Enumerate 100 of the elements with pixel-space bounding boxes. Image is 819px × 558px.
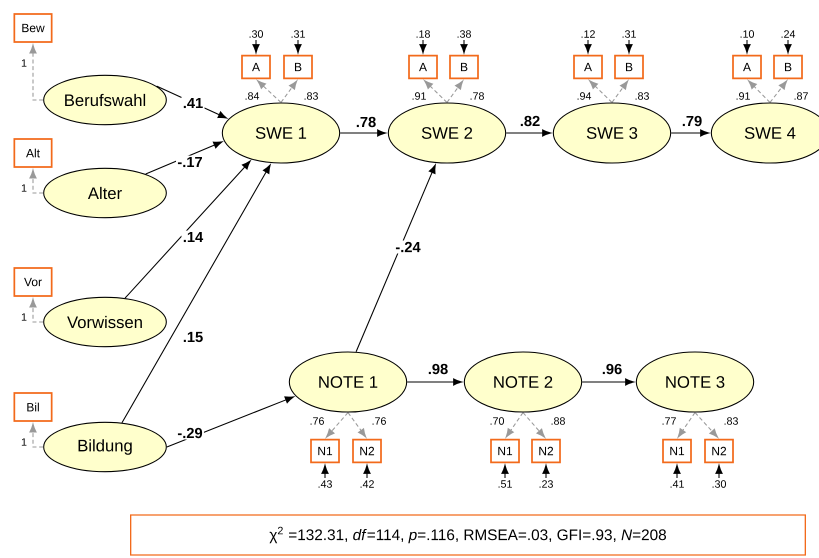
loading-arrow (748, 80, 770, 103)
edge-label: .83 (722, 416, 740, 426)
coefficient-label: .96 (600, 362, 624, 376)
error-arrow (252, 40, 260, 54)
edge-label: .91 (410, 90, 428, 102)
edge-label: .88 (549, 416, 567, 426)
path-arrow (582, 378, 634, 386)
fit-statistics-box: χ$^{2}$ =132.31, df=114, p=.116, RMSEA=.03, GFI=.93, N=208 (130, 514, 806, 556)
error-label: .41 (668, 479, 686, 489)
error-label: .42 (358, 478, 376, 490)
error-arrow (784, 40, 792, 54)
coefficient-label: .98 (426, 362, 450, 376)
loading-arrow (694, 412, 718, 438)
loading-arrow (29, 170, 44, 194)
indicator-box: B (449, 54, 479, 80)
loading-arrow (29, 298, 44, 323)
edge-label: 1 (20, 312, 28, 322)
edge-label: .83 (302, 90, 320, 102)
error-label: .31 (620, 28, 638, 40)
indicator-box: A (408, 54, 438, 80)
path-arrow (356, 164, 436, 352)
loading-arrow (257, 80, 282, 103)
path-arrow (166, 396, 294, 448)
error-arrow (542, 464, 550, 478)
loading-arrow (770, 80, 788, 103)
edge-label: .76 (370, 416, 388, 426)
error-label: .23 (537, 478, 555, 490)
error-label: .31 (289, 28, 307, 40)
error-arrow (715, 464, 723, 478)
error-arrow (673, 464, 681, 478)
indicator-box: N1 (310, 438, 340, 464)
error-label: .10 (738, 28, 756, 40)
coefficient-label: .79 (680, 114, 704, 128)
path-arrow (407, 378, 462, 386)
error-arrow (460, 40, 468, 54)
path-arrow (506, 129, 552, 137)
error-label: .43 (316, 478, 334, 490)
error-label: .30 (247, 28, 265, 40)
edge-label: .87 (792, 90, 810, 102)
error-arrow (321, 464, 329, 478)
error-label: .18 (414, 28, 432, 40)
coefficient-label: .82 (518, 114, 542, 128)
indicator-box: Alt (13, 138, 53, 168)
path-arrow (340, 129, 386, 137)
loading-arrow (326, 412, 348, 438)
edge-label: 1 (20, 183, 28, 193)
error-arrow (363, 464, 371, 478)
edge-label: 1 (20, 58, 28, 68)
indicator-box: B (614, 54, 644, 80)
coefficient-label: .15 (181, 330, 205, 344)
edge-label: 1 (20, 437, 28, 447)
loading-arrow (678, 412, 696, 438)
error-label: .12 (579, 28, 597, 40)
coefficient-label: -.29 (176, 426, 204, 440)
indicator-box: B (283, 54, 313, 80)
edge-label: .83 (633, 90, 651, 102)
coefficient-label: -.24 (394, 240, 422, 254)
error-label: .38 (455, 28, 473, 40)
error-arrow (419, 40, 427, 54)
loading-arrow (506, 412, 524, 438)
error-arrow (501, 464, 509, 478)
indicator-box: A (732, 54, 762, 80)
edge-label: .91 (734, 90, 752, 102)
indicator-box: A (573, 54, 603, 80)
path-arrow (124, 160, 251, 299)
indicator-box: N2 (531, 438, 561, 464)
loading-arrow (29, 44, 44, 101)
edge-label: .78 (468, 90, 486, 102)
path-arrow (671, 129, 710, 137)
coefficient-label: .41 (181, 96, 205, 110)
loading-arrow (589, 80, 612, 103)
error-label: .30 (710, 478, 728, 490)
indicator-box: N2 (352, 438, 382, 464)
coefficient-label: .14 (181, 230, 205, 244)
indicator-box: N1 (662, 438, 692, 464)
error-label: .24 (779, 28, 797, 40)
loading-arrow (280, 80, 298, 103)
indicator-box: N1 (490, 438, 520, 464)
indicator-box: N2 (704, 438, 734, 464)
coefficient-label: .78 (354, 115, 378, 129)
edge-label: .77 (660, 416, 678, 426)
indicator-box: Vor (13, 267, 53, 297)
error-arrow (584, 40, 592, 54)
loading-arrow (612, 80, 628, 103)
indicator-box: Bil (13, 392, 53, 422)
path-arrow (122, 164, 271, 424)
indicator-box: B (773, 54, 803, 80)
error-arrow (294, 40, 302, 54)
path-arrow (156, 86, 227, 119)
loading-arrow (424, 80, 448, 103)
loading-arrow (522, 412, 546, 438)
indicator-box: Bew (13, 13, 53, 43)
edge-label: .70 (488, 416, 506, 426)
error-label: .51 (496, 478, 514, 490)
loading-arrow (29, 424, 44, 448)
edge-label: .84 (243, 90, 261, 102)
edge-label: .94 (575, 90, 593, 102)
loading-arrow (348, 412, 366, 438)
error-arrow (743, 40, 751, 54)
indicator-box: A (241, 54, 271, 80)
